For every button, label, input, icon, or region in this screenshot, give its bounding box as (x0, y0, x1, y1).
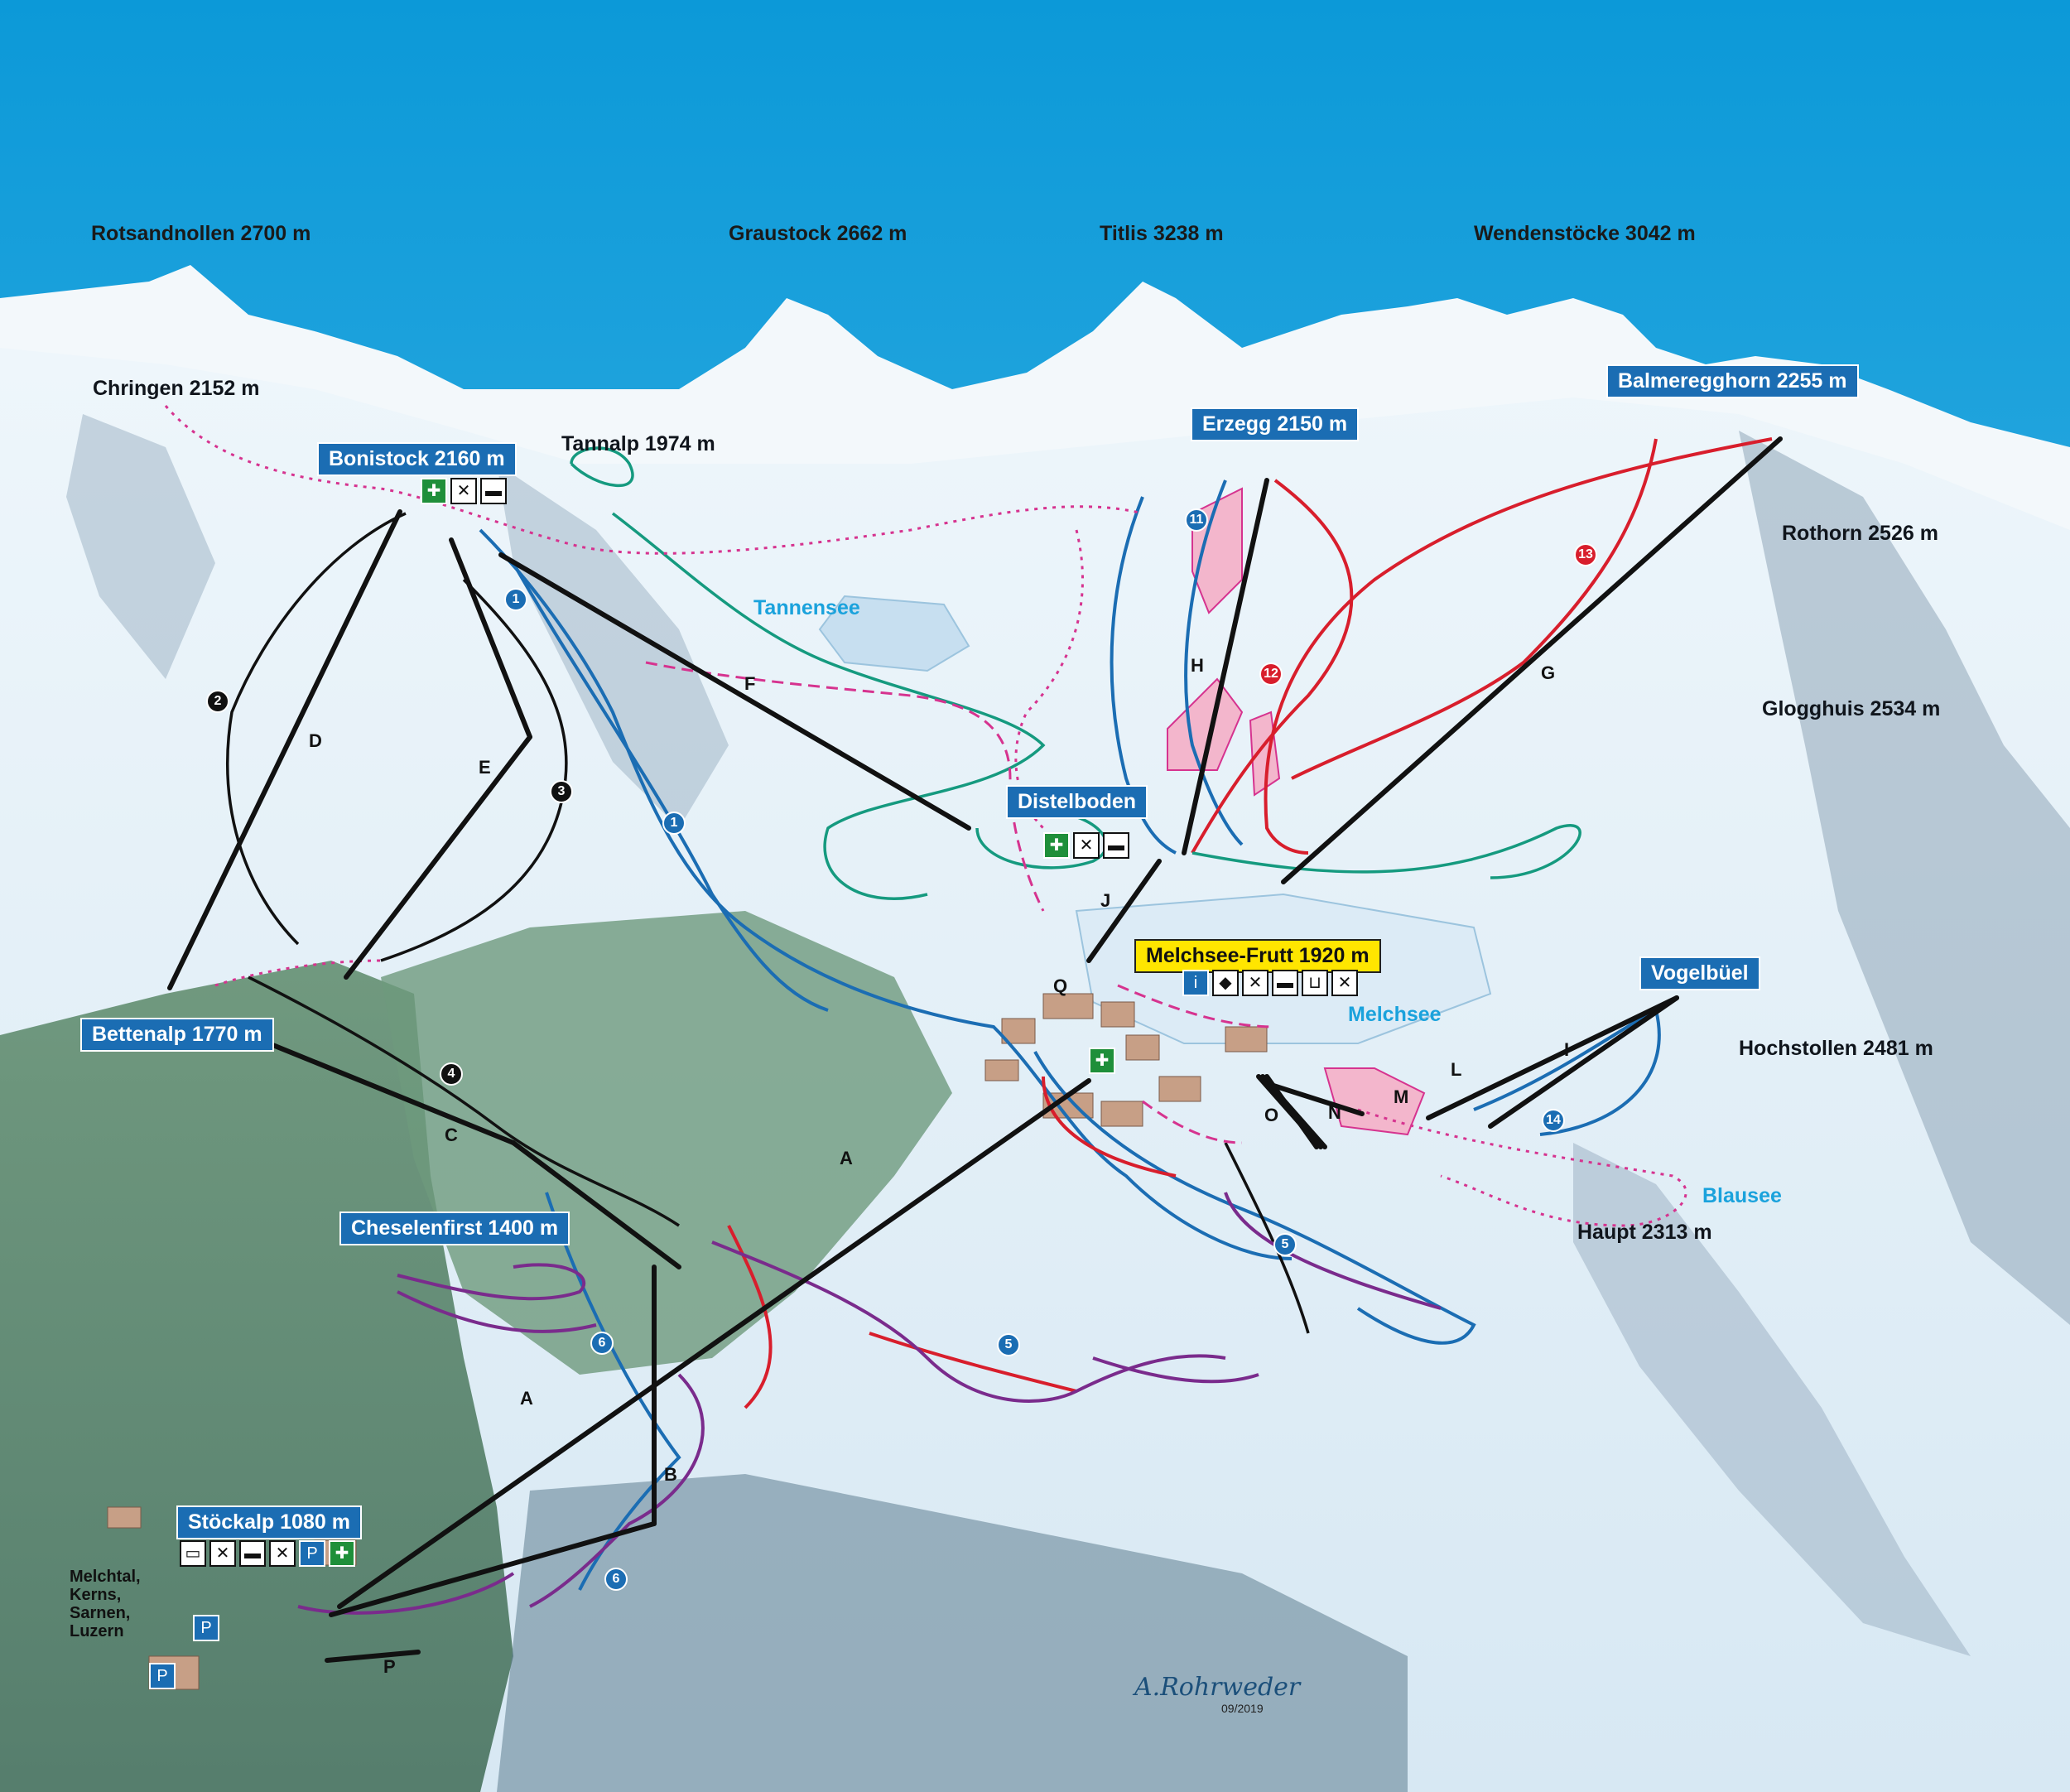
lift-label-e[interactable]: E (479, 757, 491, 778)
ski-rental-icon: ◆ (1212, 970, 1239, 996)
run-badge-1-upper[interactable]: 1 (504, 588, 527, 611)
peak-wendenstoecke: Wendenstöcke 3042 m (1474, 222, 1696, 245)
run-badge-5-lower[interactable]: 5 (997, 1333, 1020, 1356)
run-badge-5-upper[interactable]: 5 (1273, 1233, 1297, 1256)
run-badge-3[interactable]: 3 (550, 780, 573, 803)
peak-chringen: Chringen 2152 m (93, 377, 260, 400)
station-stoeckalp[interactable]: Stöckalp 1080 m (176, 1505, 362, 1539)
run-badge-12[interactable]: 12 (1259, 662, 1283, 686)
run-badge-4[interactable]: 4 (440, 1062, 463, 1086)
peak-titlis: Titlis 3238 m (1100, 222, 1224, 245)
lift-label-l[interactable]: L (1451, 1059, 1462, 1080)
artist-signature: A.Rohrweder (1134, 1673, 1301, 1702)
bus-icon: ▭ (180, 1540, 206, 1567)
parking-icon: P (193, 1615, 219, 1641)
parking-upper: P (193, 1615, 219, 1641)
distelboden-facilities: ✚ ✕ ▬ (1043, 832, 1129, 859)
lift-label-c[interactable]: C (445, 1125, 458, 1145)
peak-rothorn: Rothorn 2526 m (1782, 522, 1938, 545)
run-badge-2[interactable]: 2 (206, 690, 229, 713)
lake-melchsee: Melchsee (1348, 1003, 1442, 1026)
peak-graustock: Graustock 2662 m (729, 222, 907, 245)
shop-icon: ⊔ (1302, 970, 1328, 996)
bonistock-facilities: ✚ ✕ ▬ (421, 478, 507, 504)
lift-label-a-upper[interactable]: A (840, 1148, 853, 1168)
village-first-aid: ✚ (1089, 1048, 1115, 1074)
station-bonistock[interactable]: Bonistock 2160 m (317, 442, 517, 476)
lift-label-f[interactable]: F (744, 673, 756, 694)
parking-lower: P (149, 1663, 176, 1689)
station-cheselenfirst[interactable]: Cheselenfirst 1400 m (339, 1212, 570, 1245)
bed-icon: ▬ (480, 478, 507, 504)
tools-icon: ✕ (1331, 970, 1358, 996)
peak-haupt: Haupt 2313 m (1577, 1221, 1712, 1244)
lake-tannensee: Tannensee (753, 596, 860, 619)
bed-icon: ▬ (1272, 970, 1298, 996)
station-bettenalp[interactable]: Bettenalp 1770 m (80, 1018, 274, 1052)
station-balmeregghorn[interactable]: Balmeregghorn 2255 m (1606, 364, 1859, 398)
peak-tannalp: Tannalp 1974 m (561, 432, 715, 455)
stoeckalp-facilities: ▭ ✕ ▬ ✕ P ✚ (180, 1540, 355, 1567)
lake-blausee: Blausee (1702, 1184, 1782, 1207)
peak-glogghuis: Glogghuis 2534 m (1762, 697, 1941, 720)
restaurant-icon: ✕ (1073, 832, 1100, 859)
parking-icon: P (299, 1540, 325, 1567)
run-badge-6-upper[interactable]: 6 (590, 1332, 614, 1355)
lift-label-a-lower[interactable]: A (520, 1388, 533, 1409)
tools-icon: ✕ (269, 1540, 296, 1567)
lift-label-d[interactable]: D (309, 730, 322, 751)
run-badge-14[interactable]: 14 (1542, 1109, 1565, 1132)
lift-label-i[interactable]: I (1564, 1039, 1570, 1060)
station-melchsee-frutt[interactable]: Melchsee-Frutt 1920 m (1134, 939, 1381, 973)
run-badge-13[interactable]: 13 (1574, 543, 1597, 566)
lift-label-q[interactable]: Q (1053, 975, 1068, 996)
access-towns: Melchtal, Kerns, Sarnen, Luzern (70, 1568, 141, 1640)
lift-label-g[interactable]: G (1541, 662, 1556, 683)
restaurant-icon: ✕ (450, 478, 477, 504)
first-aid-icon: ✚ (1089, 1048, 1115, 1074)
lift-label-o[interactable]: O (1264, 1105, 1279, 1125)
first-aid-icon: ✚ (421, 478, 447, 504)
run-badge-11[interactable]: 11 (1185, 508, 1208, 532)
info-icon: i (1182, 970, 1209, 996)
artist-date: 09/2019 (1221, 1702, 1264, 1715)
restaurant-icon: ✕ (1242, 970, 1268, 996)
melchsee-frutt-facilities: i ◆ ✕ ▬ ⊔ ✕ (1182, 970, 1358, 996)
bed-icon: ▬ (239, 1540, 266, 1567)
parking-icon: P (149, 1663, 176, 1689)
station-erzegg[interactable]: Erzegg 2150 m (1191, 407, 1360, 441)
run-badge-6-lower[interactable]: 6 (604, 1568, 628, 1591)
first-aid-icon: ✚ (1043, 832, 1070, 859)
run-badge-1-lower[interactable]: 1 (662, 812, 686, 835)
lift-label-b[interactable]: B (664, 1464, 677, 1485)
first-aid-icon: ✚ (329, 1540, 355, 1567)
station-distelboden[interactable]: Distelboden (1006, 785, 1148, 819)
lift-label-h[interactable]: H (1191, 655, 1204, 676)
restaurant-icon: ✕ (209, 1540, 236, 1567)
lift-label-j[interactable]: J (1100, 890, 1111, 911)
station-vogelbuel[interactable]: Vogelbüel (1639, 956, 1760, 990)
peak-hochstollen: Hochstollen 2481 m (1739, 1037, 1933, 1060)
peak-rotsandnollen: Rotsandnollen 2700 m (91, 222, 311, 245)
lift-label-p[interactable]: P (383, 1656, 396, 1677)
bed-icon: ▬ (1103, 832, 1129, 859)
lift-label-m[interactable]: M (1394, 1086, 1409, 1107)
lift-label-n[interactable]: N (1328, 1102, 1341, 1123)
